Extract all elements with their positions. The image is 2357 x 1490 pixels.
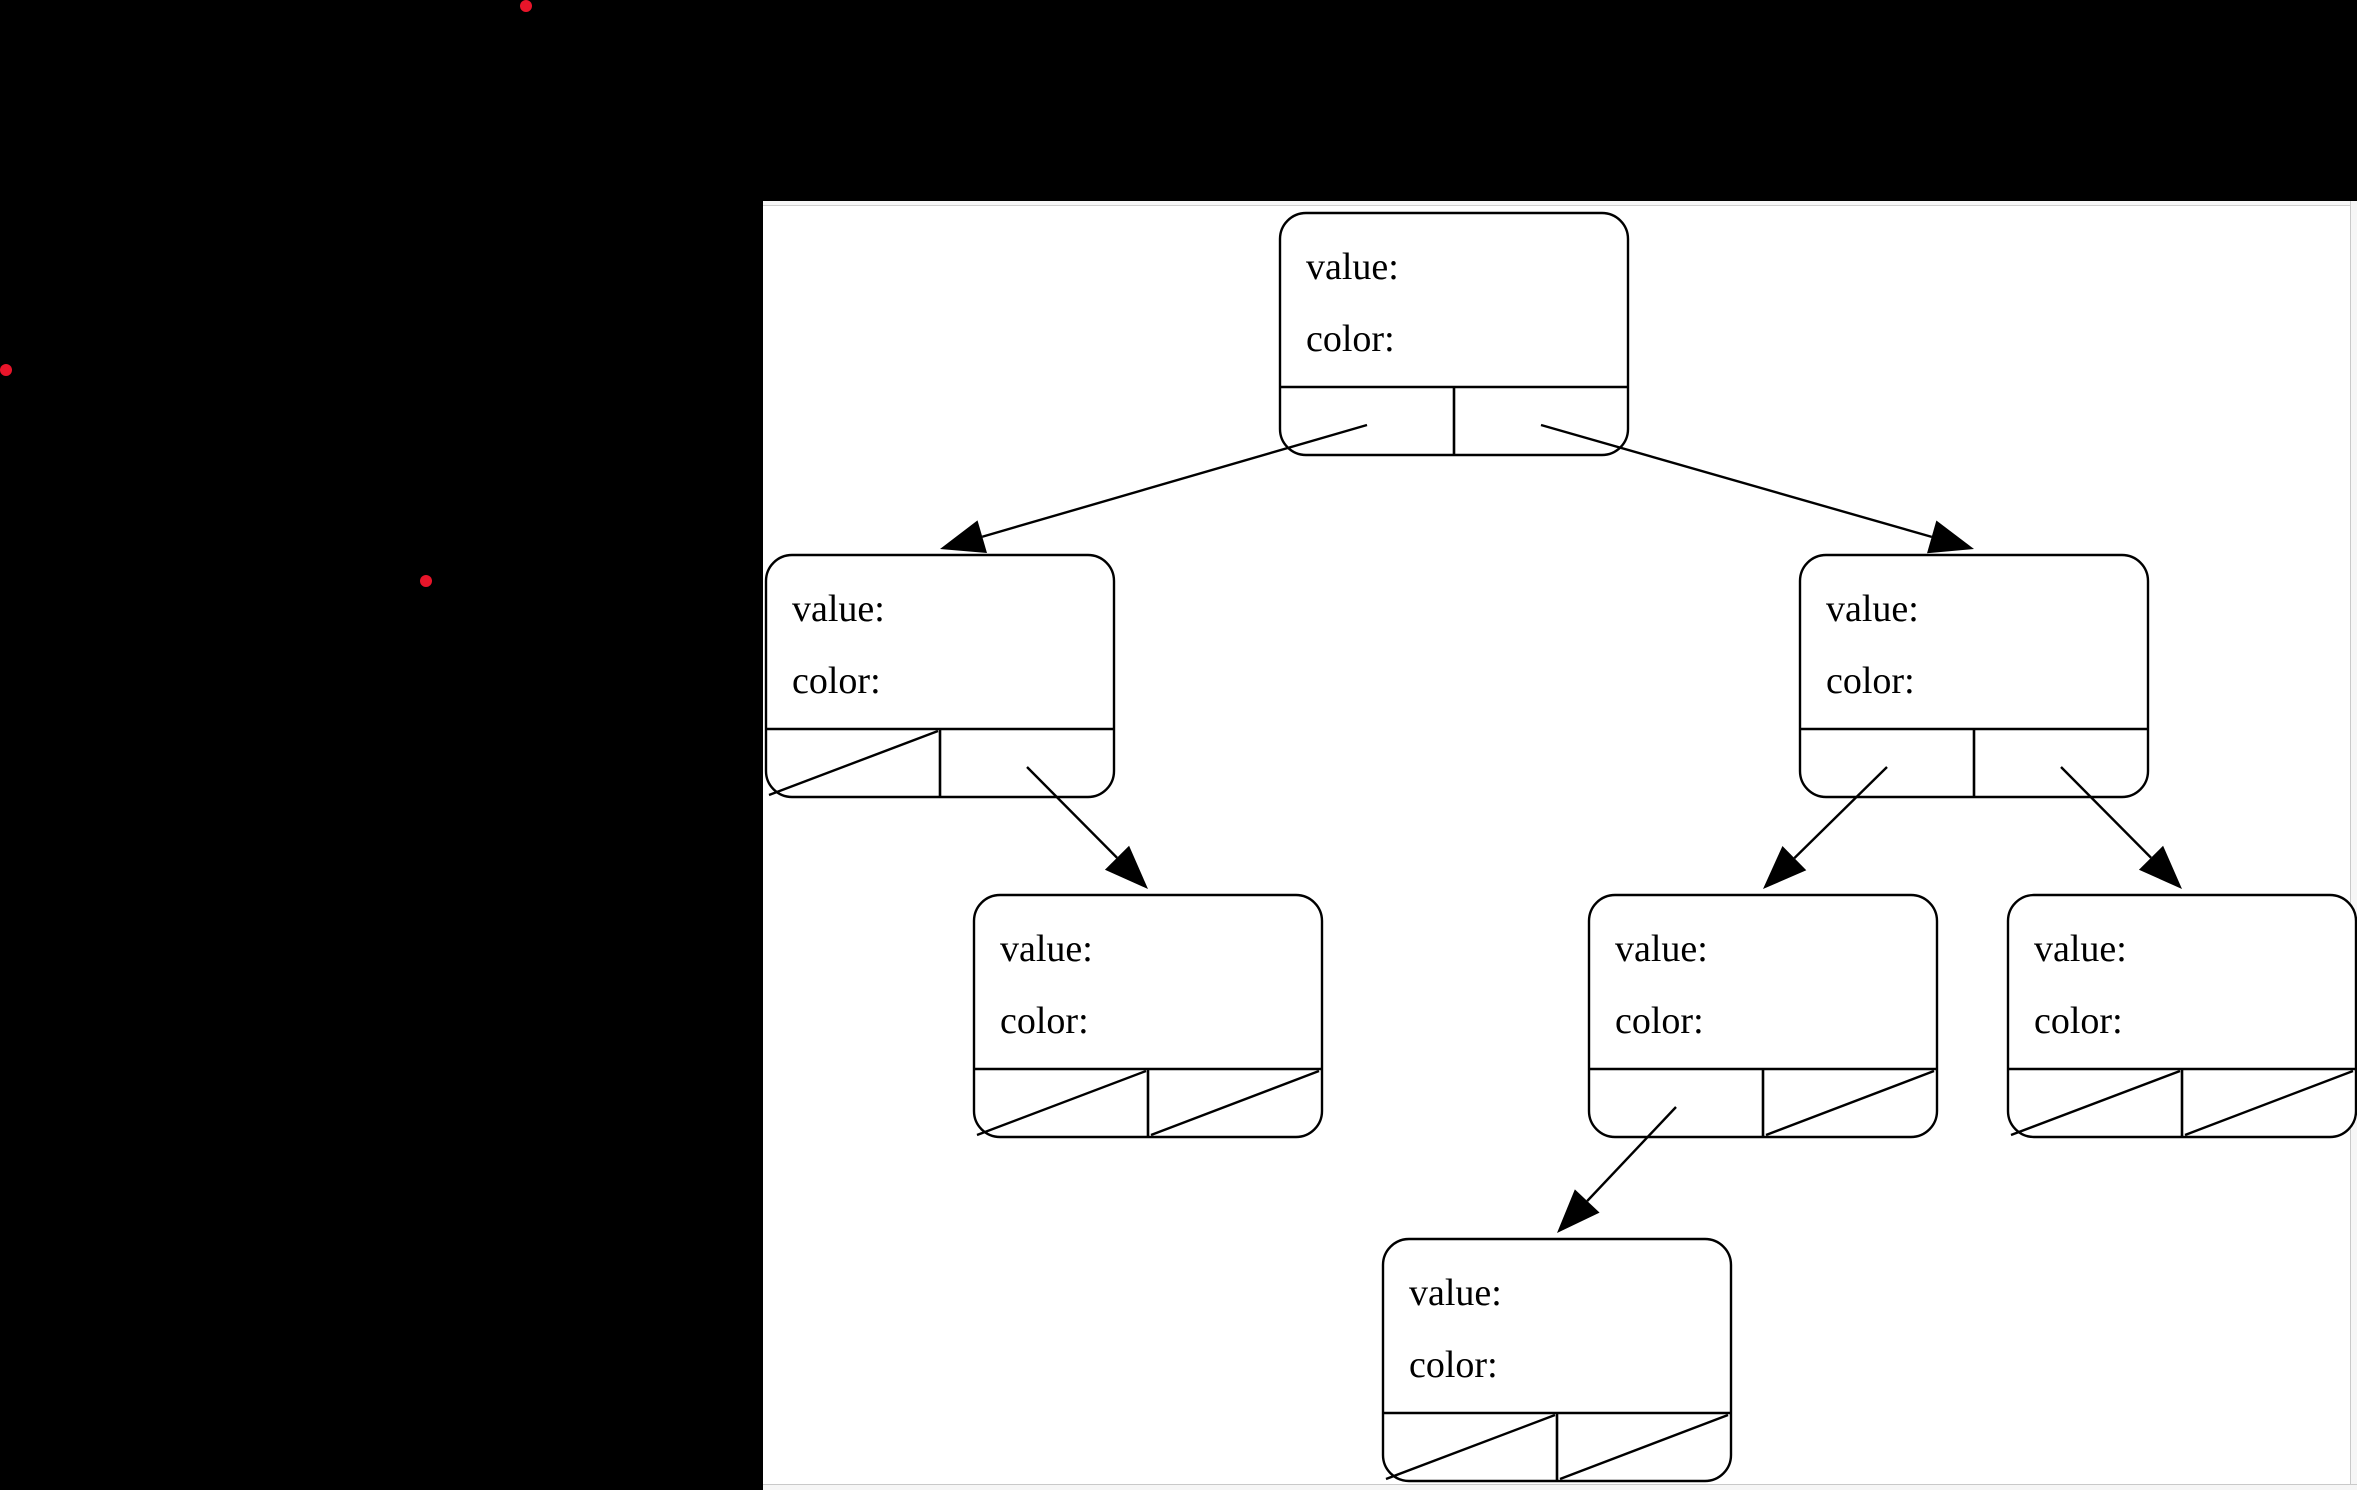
viewer-top-chrome xyxy=(763,201,2357,206)
edge-rightleft-to-deep-line xyxy=(1586,1106,1677,1202)
cursor-dot-middle xyxy=(420,575,432,587)
cursor-dot-left xyxy=(0,364,12,376)
tree-node-deep-leaf-right-null-slash xyxy=(1559,1413,1729,1481)
tree-node-root-value-label: value: xyxy=(1306,246,1399,288)
tree-node-left[interactable]: value: color: xyxy=(764,553,1116,799)
edge-rightleft-to-deep-arrowhead xyxy=(1557,1189,1600,1233)
edge-right-to-rightright-arrowhead xyxy=(2138,845,2182,889)
cursor-dot-top xyxy=(520,0,532,12)
horizontal-scrollbar[interactable] xyxy=(763,1484,2357,1490)
tree-node-right-left-right-null-slash xyxy=(1765,1069,1935,1137)
tree-node-left-right-color-label: color: xyxy=(1000,1000,1089,1042)
edge-root-to-left-line xyxy=(981,423,1368,538)
tree-node-right-right-right-null-slash xyxy=(2184,1069,2354,1137)
edge-left-to-leftright-arrowhead xyxy=(1104,845,1148,889)
edge-root-to-right-arrowhead xyxy=(1927,520,1974,554)
tree-node-left-right-right-null-slash xyxy=(1150,1069,1320,1137)
edge-root-to-right-line xyxy=(1540,423,1933,539)
edge-right-to-rightleft-arrowhead xyxy=(1763,846,1807,889)
vertical-scrollbar[interactable] xyxy=(2350,201,2357,1490)
tree-node-deep-leaf-color-label: color: xyxy=(1409,1344,1498,1386)
binary-tree-diagram: value:color:value:color:value:color:valu… xyxy=(764,211,2357,1483)
tree-node-right-color-label: color: xyxy=(1826,660,1915,702)
tree-node-right-left-value-label: value: xyxy=(1615,928,1708,970)
tree-node-right-right-left-null-slash xyxy=(2010,1069,2181,1137)
edge-root-to-left xyxy=(940,423,1368,554)
tree-node-left-right-value-label: value: xyxy=(1000,928,1093,970)
tree-node-deep-leaf[interactable]: value: color: xyxy=(1381,1237,1733,1483)
tree-node-right-value-label: value: xyxy=(1826,588,1919,630)
edge-right-to-rightright-line xyxy=(2060,766,2152,859)
tree-node-left-right-left-null-slash xyxy=(976,1069,1147,1137)
tree-node-root-color-label: color: xyxy=(1306,318,1395,360)
tree-node-right-left[interactable]: value: color: xyxy=(1587,893,1939,1139)
tree-node-left-left-null-slash xyxy=(768,729,939,797)
diagram-viewer-panel[interactable]: value:color:value:color:value:color:valu… xyxy=(763,201,2357,1490)
edge-left-to-leftright-line xyxy=(1026,766,1118,859)
edge-right-to-rightleft-line xyxy=(1793,766,1888,859)
tree-node-left-color-label: color: xyxy=(792,660,881,702)
edge-root-to-right xyxy=(1540,423,1974,554)
tree-node-root[interactable]: value: color: xyxy=(1278,211,1630,457)
edge-root-to-left-arrowhead xyxy=(940,520,987,554)
edge-right-to-rightleft xyxy=(1763,766,1888,889)
edge-left-to-leftright xyxy=(1026,766,1148,889)
tree-node-right-right[interactable]: value: color: xyxy=(2006,893,2357,1139)
edge-right-to-rightright xyxy=(2060,766,2182,889)
tree-node-left-value-label: value: xyxy=(792,588,885,630)
tree-node-right-right-color-label: color: xyxy=(2034,1000,2123,1042)
tree-node-left-right[interactable]: value: color: xyxy=(972,893,1324,1139)
tree-node-deep-leaf-left-null-slash xyxy=(1385,1413,1556,1481)
edge-rightleft-to-deep xyxy=(1557,1106,1677,1233)
tree-node-right-right-value-label: value: xyxy=(2034,928,2127,970)
tree-node-deep-leaf-value-label: value: xyxy=(1409,1272,1502,1314)
tree-node-right-left-color-label: color: xyxy=(1615,1000,1704,1042)
tree-node-right[interactable]: value: color: xyxy=(1798,553,2150,799)
